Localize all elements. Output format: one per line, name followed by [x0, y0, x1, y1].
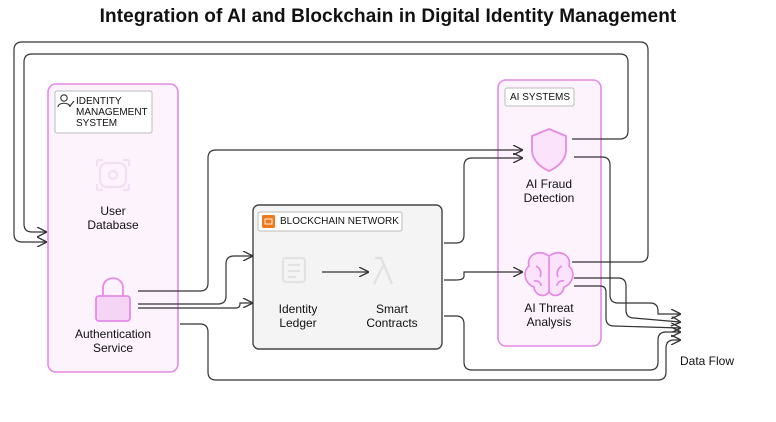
user-database-line-2: Database — [87, 218, 139, 232]
ai-fraud-detection-line-1: AI Fraud — [525, 177, 573, 191]
edge-auth-to-fraud — [138, 150, 522, 292]
user-check-icon — [57, 94, 75, 108]
identity-management-group — [47, 83, 179, 373]
database-icon — [95, 158, 131, 192]
edge-blockchain-to-fraud — [444, 158, 522, 244]
connectors — [13, 41, 680, 381]
edge-threat-to-dataflow — [574, 277, 680, 322]
identity-group-label-box — [54, 90, 153, 134]
ai-fraud-detection-line-2: Detection — [523, 191, 575, 205]
ledger-icon — [281, 256, 307, 284]
edge-auth-to-dataflow — [180, 323, 680, 381]
diagram-title: Integration of AI and Blockchain in Digi… — [99, 6, 677, 27]
ai-threat-analysis-line-1: AI Threat — [524, 301, 574, 315]
ai-systems-group — [497, 79, 602, 347]
brain-icon — [524, 251, 574, 297]
node-identity-ledger: Identity Ledger — [262, 302, 334, 330]
ai-group-label-box — [504, 87, 575, 107]
blockchain-network-group — [252, 204, 443, 350]
node-ai-fraud-detection: AI Fraud Detection — [509, 177, 589, 205]
node-smart-contracts: Smart Contracts — [352, 302, 432, 330]
edge-threat-to-dataflow-2 — [574, 285, 680, 328]
edge-fraud-to-userdb — [23, 53, 629, 232]
lock-icon — [95, 277, 131, 322]
identity-ledger-line-1: Identity — [278, 302, 318, 316]
ai-threat-analysis-line-2: Analysis — [526, 315, 572, 329]
edge-fraud-to-dataflow — [574, 156, 680, 314]
authentication-service-line-2: Service — [92, 341, 133, 355]
identity-group-label-line-2: MANAGEMENT — [76, 107, 148, 118]
edge-auth-to-blockchain-1 — [138, 256, 252, 305]
edge-blockchain-to-dataflow — [444, 315, 680, 371]
authentication-service-line-1: Authentication — [74, 327, 152, 341]
edge-auth-to-blockchain-2 — [138, 303, 252, 309]
user-database-line-1: User — [100, 204, 126, 218]
smart-contracts-line-2: Contracts — [366, 316, 418, 330]
identity-group-label-line-1: IDENTITY — [76, 96, 122, 107]
node-authentication-service: Authentication Service — [58, 327, 168, 355]
smart-contracts-line-1: Smart — [375, 302, 408, 316]
blockchain-group-label-box — [257, 211, 403, 232]
node-user-database: User Database — [63, 204, 163, 232]
ai-group-label: AI SYSTEMS — [510, 92, 571, 103]
node-ai-threat-analysis: AI Threat Analysis — [509, 301, 589, 329]
blockchain-group-label: BLOCKCHAIN NETWORK — [280, 216, 399, 227]
identity-group-label: IDENTITY MANAGEMENT SYSTEM — [76, 96, 152, 129]
blockchain-icon — [262, 215, 275, 228]
edge-blockchain-to-threat — [444, 272, 522, 281]
identity-group-label-line-3: SYSTEM — [76, 118, 118, 129]
edge-threat-to-userdb — [13, 41, 649, 263]
identity-ledger-line-2: Ledger — [279, 316, 317, 330]
data-flow-label: Data Flow — [679, 354, 735, 368]
lambda-icon — [372, 256, 394, 285]
shield-icon — [531, 128, 567, 172]
